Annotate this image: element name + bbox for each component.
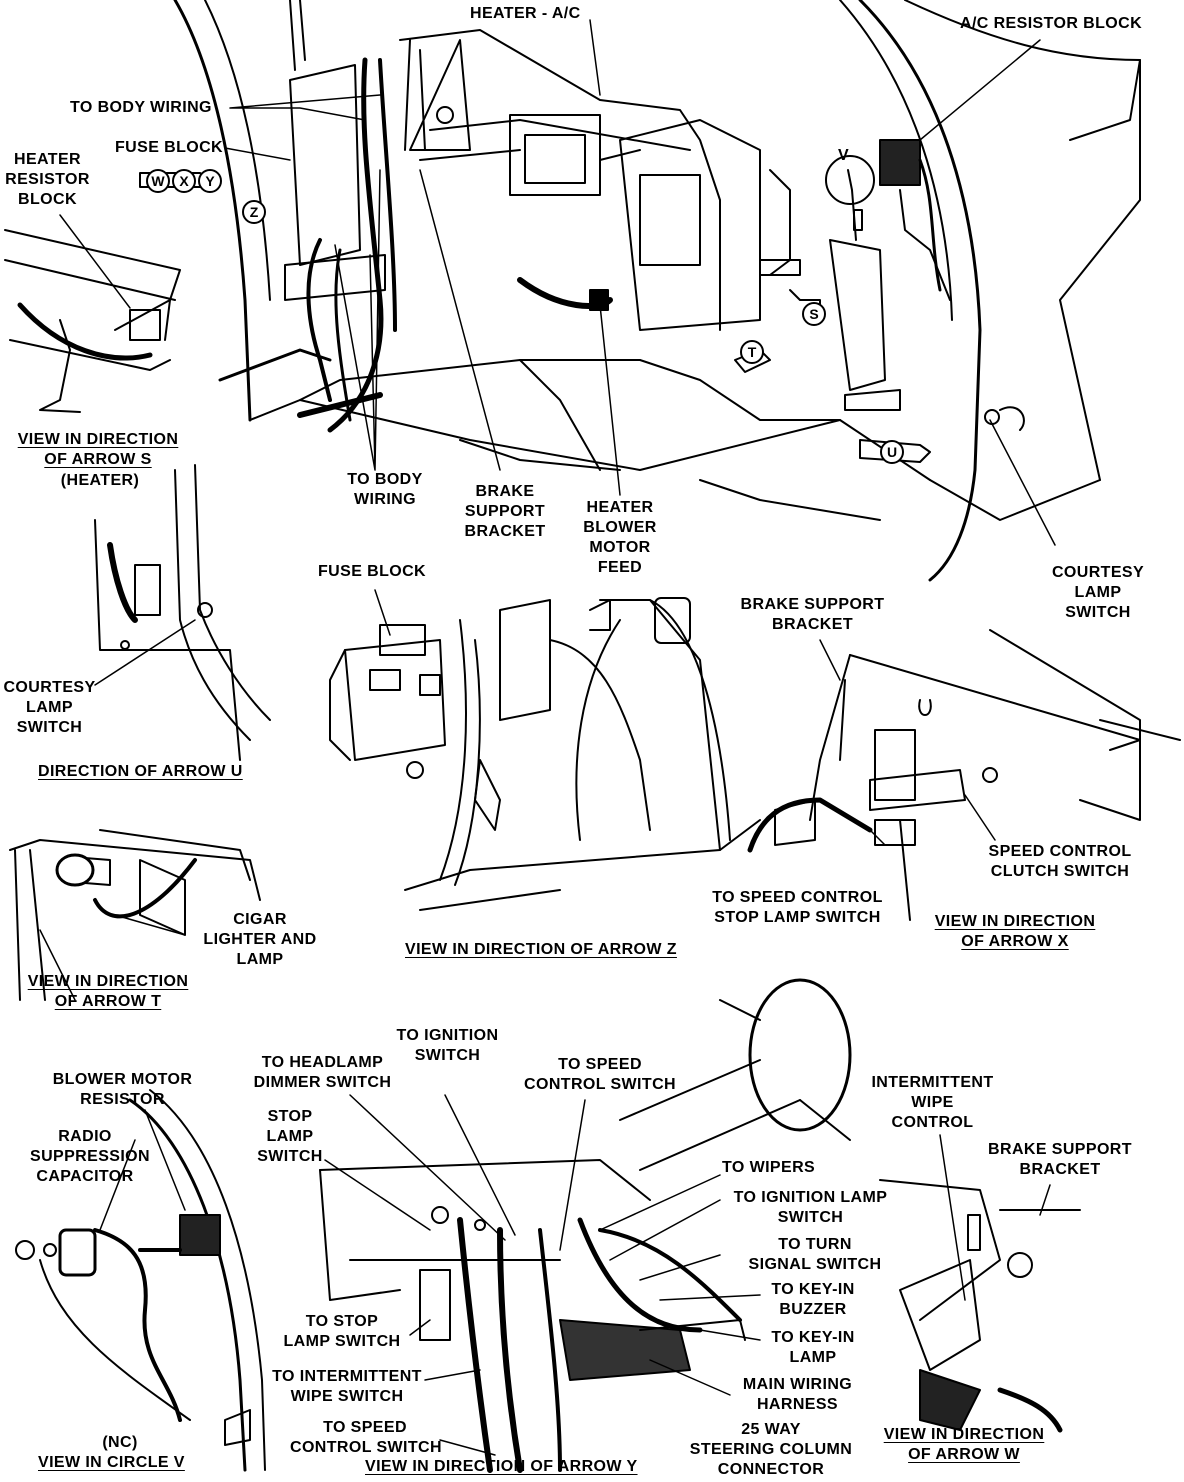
arrow-tag-u-wrap: U xyxy=(880,440,904,464)
label-to-key-in-lamp: TO KEY-IN LAMP xyxy=(771,1329,855,1366)
cigar-lighter-view xyxy=(9,829,261,1001)
label-main-wiring-harness: MAIN WIRING HARNESS xyxy=(742,1376,853,1413)
label-speed-control-clutch-switch: SPEED CONTROL CLUTCH SWITCH xyxy=(988,843,1132,880)
label-to-key-in-buzzer: TO KEY-IN BUZZER xyxy=(771,1281,855,1318)
label-to-ignition-switch: TO IGNITION SWITCH xyxy=(396,1027,499,1064)
label-to-speed-control-switch-bottom: TO SPEED CONTROL SWITCH xyxy=(290,1419,442,1456)
label-brake-support-bracket-right: BRAKE SUPPORT BRACKET xyxy=(740,596,885,633)
arrow-tag-v: V xyxy=(838,147,850,164)
label-to-ignition-lamp-switch: TO IGNITION LAMP SWITCH xyxy=(733,1189,888,1226)
label-to-speed-control-switch-top: TO SPEED CONTROL SWITCH xyxy=(524,1056,676,1093)
arrow-tag-y: Y xyxy=(198,169,222,193)
caption-view-arrow-s: VIEW IN DIRECTION OF ARROW S xyxy=(17,431,179,468)
label-brake-support-bracket-bottom: BRAKE SUPPORT BRACKET xyxy=(988,1141,1132,1178)
label-to-wipers: TO WIPERS xyxy=(722,1159,816,1176)
courtesy-lamp-view xyxy=(94,464,271,761)
arrow-tag-s: S xyxy=(802,302,826,326)
caption-view-circle-v: VIEW IN CIRCLE V xyxy=(38,1454,185,1471)
label-to-stop-lamp-switch: TO STOP LAMP SWITCH xyxy=(283,1313,401,1350)
label-to-intermittent-wipe-switch: TO INTERMITTENT WIPE SWITCH xyxy=(272,1368,422,1405)
circle-v-view xyxy=(15,1089,266,1472)
arrow-tag-x: X xyxy=(172,169,196,193)
caption-view-arrow-w: VIEW IN DIRECTION OF ARROW W xyxy=(883,1426,1045,1463)
arrow-tag-wxy: W X Y xyxy=(146,169,222,193)
label-to-speed-control-stop-lamp-switch: TO SPEED CONTROL STOP LAMP SWITCH xyxy=(712,889,883,926)
label-blower-motor-resistor: BLOWER MOTOR RESISTOR xyxy=(52,1071,193,1108)
caption-view-arrow-t: VIEW IN DIRECTION OF ARROW T xyxy=(27,973,189,1010)
arrow-tag-t-wrap: T xyxy=(740,340,764,364)
label-to-turn-signal-switch: TO TURN SIGNAL SWITCH xyxy=(748,1236,882,1273)
steering-column-view xyxy=(319,978,1081,1473)
label-brake-support-bracket-mid: BRAKE SUPPORT BRACKET xyxy=(464,483,546,540)
arrow-tag-u: U xyxy=(880,440,904,464)
arrow-tag-s-wrap: S xyxy=(802,302,826,326)
arrow-tag-w: W xyxy=(146,169,170,193)
label-fuse-block-top: FUSE BLOCK xyxy=(115,139,223,156)
label-courtesy-lamp-switch-left: COURTESY LAMP SWITCH xyxy=(3,679,96,736)
label-heater-ac: HEATER - A/C xyxy=(470,5,581,22)
label-to-body-wiring-top: TO BODY WIRING xyxy=(70,99,212,116)
fuse-block-view xyxy=(329,589,761,911)
speed-control-view xyxy=(747,629,1181,921)
label-nc-note: (NC) xyxy=(102,1434,138,1451)
label-heater-blower-motor-feed: HEATER BLOWER MOTOR FEED xyxy=(583,499,657,576)
label-stop-lamp-switch: STOP LAMP SWITCH xyxy=(257,1108,323,1165)
label-ac-resistor-block: A/C RESISTOR BLOCK xyxy=(960,15,1143,32)
arrow-tag-z-wrap: Z xyxy=(242,200,266,224)
label-intermittent-wipe-control: INTERMITTENT WIPE CONTROL xyxy=(871,1074,994,1131)
label-heater-note: (HEATER) xyxy=(60,472,140,489)
caption-view-arrow-z: VIEW IN DIRECTION OF ARROW Z xyxy=(405,941,677,958)
arrow-tag-z: Z xyxy=(242,200,266,224)
heater-resistor-view xyxy=(4,214,181,413)
label-25-way-steering-column-connector: 25 WAY STEERING COLUMN CONNECTOR xyxy=(689,1421,853,1478)
label-courtesy-lamp-switch-right: COURTESY LAMP SWITCH xyxy=(1051,564,1145,621)
label-to-headlamp-dimmer-switch: TO HEADLAMP DIMMER SWITCH xyxy=(253,1054,392,1091)
arrow-tag-t: T xyxy=(740,340,764,364)
main-dash-view xyxy=(139,0,1141,582)
label-heater-resistor-block: HEATER RESISTOR BLOCK xyxy=(5,151,90,208)
label-fuse-block-mid: FUSE BLOCK xyxy=(318,563,426,580)
caption-direction-arrow-u: DIRECTION OF ARROW U xyxy=(38,763,243,780)
caption-view-arrow-x: VIEW IN DIRECTION OF ARROW X xyxy=(934,913,1096,950)
label-radio-suppression-capacitor: RADIO SUPPRESSION CAPACITOR xyxy=(30,1128,150,1185)
label-to-body-wiring-mid: TO BODY WIRING xyxy=(347,471,423,508)
label-cigar-lighter-and-lamp: CIGAR LIGHTER AND LAMP xyxy=(203,911,317,968)
caption-view-arrow-y: VIEW IN DIRECTION OF ARROW Y xyxy=(365,1458,638,1475)
